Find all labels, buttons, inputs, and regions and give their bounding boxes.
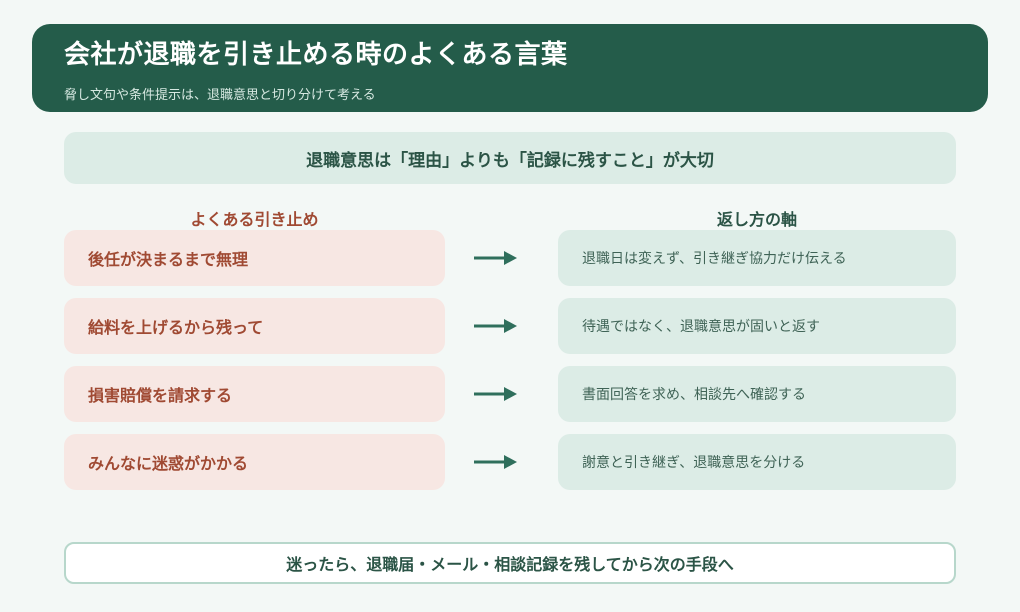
- right-arrow-icon: [474, 251, 517, 265]
- footer-advice: 迷ったら、退職届・メール・相談記録を残してから次の手段へ: [64, 542, 956, 584]
- phrase-box: みんなに迷惑がかかる: [64, 434, 445, 490]
- column-heading-response-axis: 返し方の軸: [716, 210, 797, 229]
- phrase-box: 後任が決まるまで無理: [64, 230, 445, 286]
- page-title: 会社が退職を引き止める時のよくある言葉: [64, 40, 568, 70]
- right-arrow-icon: [474, 387, 517, 401]
- phrase-box: 損害賠償を請求する: [64, 366, 445, 422]
- response-box: 書面回答を求め、相談先へ確認する: [558, 366, 956, 422]
- page-subtitle: 脅し文句や条件提示は、退職意思と切り分けて考える: [64, 88, 376, 103]
- right-arrow-icon: [474, 455, 517, 469]
- phrase-box: 給料を上げるから残って: [64, 298, 445, 354]
- right-arrow-icon: [474, 319, 517, 333]
- response-box: 謝意と引き継ぎ、退職意思を分ける: [558, 434, 956, 490]
- response-box: 退職日は変えず、引き継ぎ協力だけ伝える: [558, 230, 956, 286]
- column-heading-common-phrases: よくある引き止め: [190, 210, 319, 229]
- response-box: 待遇ではなく、退職意思が固いと返す: [558, 298, 956, 354]
- header-banner: 会社が退職を引き止める時のよくある言葉 脅し文句や条件提示は、退職意思と切り分け…: [32, 24, 988, 112]
- key-message-banner: 退職意思は「理由」よりも「記録に残すこと」が大切: [64, 132, 956, 184]
